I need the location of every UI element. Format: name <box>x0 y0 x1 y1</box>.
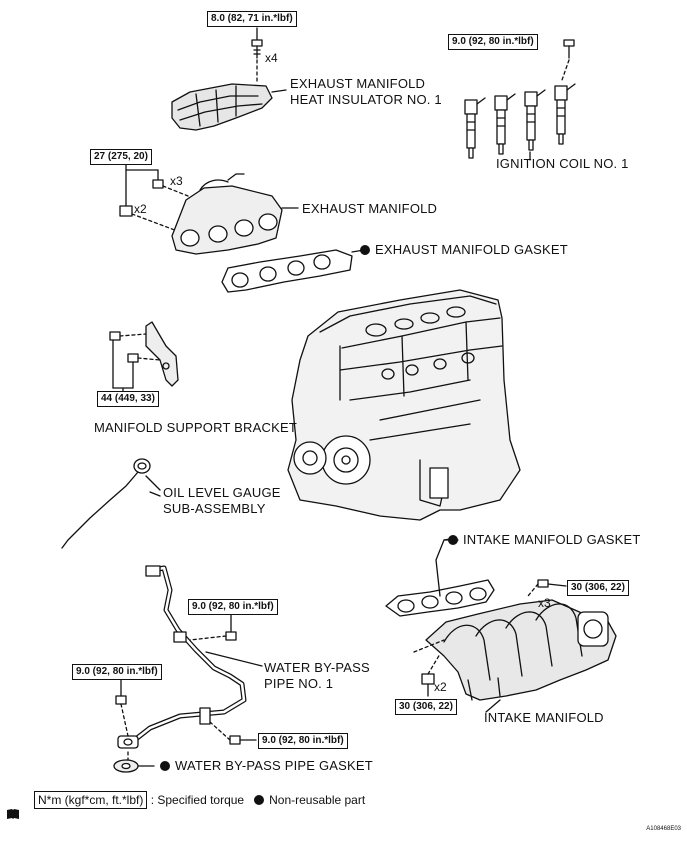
label-oil-level-gauge-1: OIL LEVEL GAUGE <box>163 485 281 500</box>
torque-water-pipe-bolt-left: 9.0 (92, 80 in.*lbf) <box>72 664 162 680</box>
label-exhaust-manifold: EXHAUST MANIFOLD <box>302 201 438 216</box>
non-reusable-marker <box>448 535 458 545</box>
label-ignition-coil: IGNITION COIL NO. 1 <box>496 156 629 171</box>
label-exhaust-manifold-gasket: EXHAUST MANIFOLD GASKET <box>360 242 568 258</box>
intake-manifold-bolt-icon <box>527 579 567 597</box>
label-manifold-support-bracket: MANIFOLD SUPPORT BRACKET <box>94 420 297 435</box>
torque-heat-insulator-bolt: 8.0 (82, 71 in.*lbf) <box>207 11 297 27</box>
non-reusable-marker <box>160 761 170 771</box>
book-icon <box>7 809 19 819</box>
label-exhaust-heat-insulator-2: HEAT INSULATOR NO. 1 <box>290 92 442 107</box>
water-bypass-gasket-icon <box>113 751 155 773</box>
exhaust-heat-insulator-icon <box>171 83 287 131</box>
qty-exhaust-manifold-nuts: x2 <box>134 202 147 216</box>
ignition-coil-bolt-icon <box>561 39 575 81</box>
label-intake-manifold-gasket: INTAKE MANIFOLD GASKET <box>448 532 641 548</box>
exhaust-manifold-gasket-icon <box>221 249 365 293</box>
intake-manifold-nut-icon <box>413 639 445 697</box>
figure-code: A108468E03 <box>646 826 681 832</box>
heat-insulator-bolt-icon <box>251 27 263 83</box>
qty-intake-manifold-nuts: x2 <box>434 680 447 694</box>
ignition-coils-icon <box>464 83 576 161</box>
non-reusable-marker <box>360 245 370 255</box>
water-bypass-pipe-icon <box>117 565 247 749</box>
torque-intake-manifold-nut: 30 (306, 22) <box>395 699 457 715</box>
oil-level-gauge-icon <box>61 458 161 549</box>
torque-ignition-coil-bolt: 9.0 (92, 80 in.*lbf) <box>448 34 538 50</box>
water-pipe-bolts-icon <box>115 613 263 745</box>
intake-manifold-gasket-icon <box>385 537 495 617</box>
legend-non-reusable-desc: Non-reusable part <box>269 793 366 807</box>
torque-water-pipe-bolt-lower: 9.0 (92, 80 in.*lbf) <box>258 733 348 749</box>
engine-block-icon <box>287 289 521 521</box>
label-intake-manifold: INTAKE MANIFOLD <box>484 710 604 725</box>
qty-exhaust-manifold-bolts: x3 <box>170 174 183 188</box>
qty-intake-manifold-bolts: x3 <box>538 596 551 610</box>
intake-manifold-icon <box>425 599 617 701</box>
legend-non-reusable-dot <box>254 795 265 805</box>
label-water-bypass-pipe-1: WATER BY-PASS <box>264 660 370 675</box>
torque-water-pipe-bolt-upper: 9.0 (92, 80 in.*lbf) <box>188 599 278 615</box>
label-exhaust-heat-insulator-1: EXHAUST MANIFOLD <box>290 76 426 91</box>
torque-support-bracket-bolt: 44 (449, 33) <box>97 391 159 407</box>
qty-heat-insulator-bolts: x4 <box>265 51 278 65</box>
torque-intake-manifold-bolt: 30 (306, 22) <box>567 580 629 596</box>
exhaust-manifold-icon <box>171 173 299 255</box>
legend-torque-unit: N*m (kgf*cm, ft.*lbf) <box>34 791 148 809</box>
exhaust-manifold-fastener-leaders <box>119 161 189 233</box>
support-bracket-icon <box>109 321 179 393</box>
torque-exhaust-manifold-nut: 27 (275, 20) <box>90 149 152 165</box>
label-oil-level-gauge-2: SUB-ASSEMBLY <box>163 501 266 516</box>
legend-torque-desc: : Specified torque <box>150 793 245 807</box>
label-water-bypass-pipe-gasket: WATER BY-PASS PIPE GASKET <box>160 758 373 774</box>
label-water-bypass-pipe-2: PIPE NO. 1 <box>264 676 334 691</box>
legend: N*m (kgf*cm, ft.*lbf) : Specified torque… <box>34 791 366 809</box>
